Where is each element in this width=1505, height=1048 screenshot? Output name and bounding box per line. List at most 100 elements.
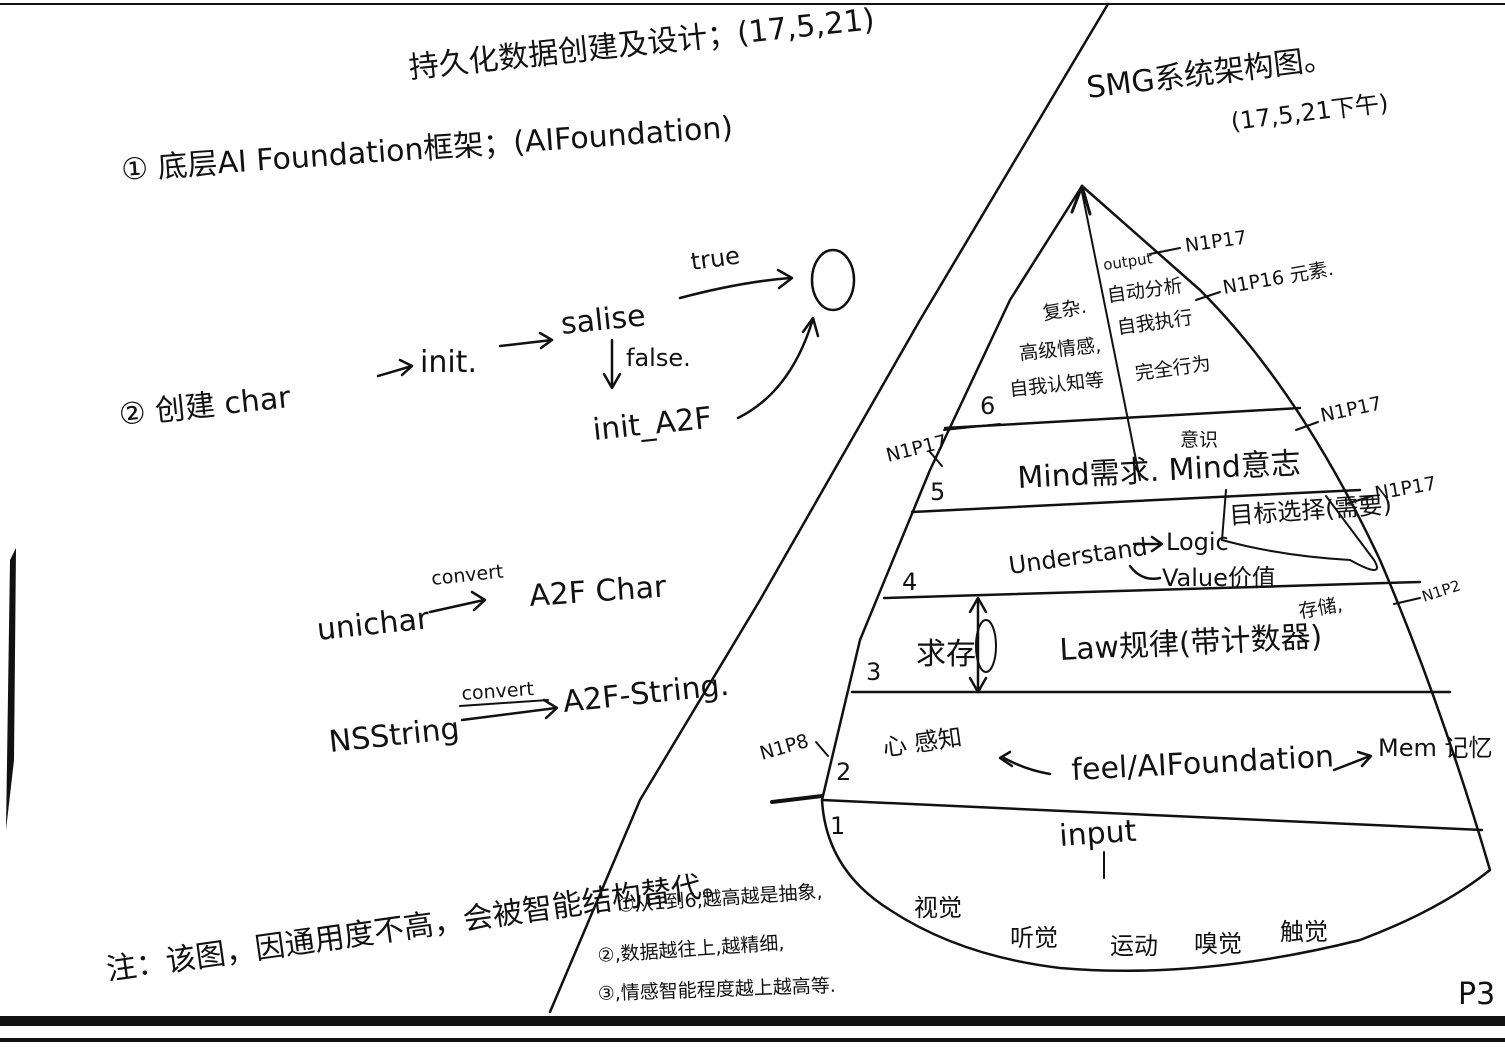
layer2-memory: Mem 记忆 (1378, 734, 1492, 762)
convert2-underline (459, 699, 549, 707)
layer4-arrow-logic-head (1150, 535, 1164, 553)
ref-n1p17-top: N1P17 (1184, 227, 1248, 257)
item2-create-char: ② 创建 char (117, 380, 293, 433)
convert1-label: convert (430, 561, 504, 590)
layer6-left-line-2: 高级情感, (1018, 335, 1102, 365)
layer-boundary-5 (943, 406, 1302, 430)
layer3-storage: 存储, (1297, 594, 1344, 623)
arrow-char-to-init-head (398, 358, 414, 377)
init-a2f-label: init_A2F (591, 401, 713, 448)
ref-arrow-5b (929, 451, 943, 467)
ref-arrow-1 (1149, 247, 1181, 255)
layer-number-4: 4 (902, 568, 917, 596)
arrow-a2f-to-circle-head (801, 316, 820, 338)
false-label: false. (626, 344, 691, 372)
layer5-consciousness: 意识 (1180, 429, 1218, 451)
sense-hearing: 听觉 (1010, 924, 1058, 952)
convert2-dst: A2F-String. (561, 668, 731, 720)
arrow-char-to-init (376, 364, 414, 378)
layer4-arrow-value (1128, 564, 1162, 580)
ref-arrow-5 (943, 423, 1001, 431)
convert1-arrow-head (470, 590, 487, 612)
arrow-false-head (602, 372, 622, 390)
ref-n1p17-left: N1P17 (884, 431, 949, 467)
layer6-right-line-2: 自动分析 (1106, 275, 1184, 307)
layer-number-2: 2 (836, 758, 851, 786)
sense-vision: 视觉 (914, 894, 962, 922)
layer1-input: input (1058, 814, 1138, 854)
ref-n1p16: N1P16 元素. (1221, 258, 1335, 299)
layer3-bracket (975, 619, 997, 673)
layer5-mind: Mind需求. Mind意志 (1017, 446, 1302, 496)
layer3-vertical-arrow-top (968, 596, 988, 614)
convert2-label: convert (461, 678, 535, 705)
layer3-vertical-arrow-bottom (968, 676, 988, 694)
layer3-law: Law规律(带计数器) (1059, 619, 1324, 668)
pyramid-outline (820, 184, 1492, 973)
layer-number-1: 1 (830, 812, 845, 840)
layer-number-3: 3 (866, 658, 881, 686)
page-number: P3 (1458, 977, 1495, 1012)
layer6-left-line-3: 自我认知等 (1008, 369, 1105, 401)
convert2-arrow (460, 706, 558, 722)
ref-arrow-2 (1195, 291, 1221, 301)
layer4-goal-box (1221, 489, 1378, 571)
layer6-right-line-4: 完全行为 (1134, 353, 1212, 385)
layer2-perception: 心 感知 (881, 723, 964, 762)
sense-smell: 嗅觉 (1194, 930, 1242, 958)
legend-line-3: ③,情感智能程度越上越高等. (597, 975, 836, 1005)
arrow-true-head (776, 268, 794, 290)
convert1-arrow (428, 598, 486, 614)
init-label: init. (420, 345, 477, 380)
arrow-init-to-salise-head (538, 331, 554, 350)
right-title: SMG系统架构图。 (1085, 41, 1336, 106)
ref-arrow-4 (1345, 495, 1373, 505)
ref-n1p2: N1P2 (1420, 577, 1463, 606)
sense-motion: 运动 (1110, 932, 1158, 960)
left-edge-mark (6, 548, 16, 830)
layer4-value: Value价值 (1162, 564, 1276, 592)
ref-arrow-3 (1295, 421, 1319, 431)
legend-line-2: ②,数据越往上,越精细, (597, 932, 785, 967)
arrow-true (678, 276, 792, 300)
input-pointer (770, 794, 824, 804)
layer-boundary-1 (820, 798, 1484, 832)
convert1-src: unichar (315, 601, 431, 648)
ref-arrow-6 (1393, 597, 1421, 605)
pyramid-axis (1081, 191, 1141, 481)
bottom-note: 注：该图，因通用度不高，会被智能结构替代。 (104, 866, 733, 988)
pyramid-apex-mark (1070, 184, 1092, 216)
layer2-feel-foundation: feel/AIFoundation (1071, 739, 1335, 788)
layer-number-5: 5 (930, 478, 945, 506)
ref-arrow-7 (815, 741, 829, 757)
layer-boundary-4 (910, 488, 1362, 514)
layer6-right-line-1: output (1102, 249, 1154, 274)
layer6-left-line-1: 复杂. (1041, 296, 1088, 325)
arrow-a2f-to-circle (736, 320, 814, 420)
convert2-src: NSString (327, 711, 461, 760)
ref-n1p17-mind: N1P17 (1318, 392, 1383, 426)
item1-foundation: ① 底层AI Foundation框架；(AIFoundation) (120, 110, 734, 188)
layer6-right-line-3: 自我执行 (1116, 307, 1194, 339)
left-title: 持久化数据创建及设计；(17,5,21) (407, 2, 876, 86)
layer4-logic: Logic (1166, 528, 1229, 556)
layer2-arrow-right-head (1356, 750, 1373, 768)
layer2-arrow-left-head (998, 750, 1014, 768)
true-label: true (689, 241, 742, 276)
result-circle (810, 248, 856, 312)
divider-line (548, 2, 1110, 1014)
layer-number-6: 6 (980, 392, 995, 420)
layer2-arrow-left (1002, 756, 1052, 776)
salise-label: salise (559, 298, 647, 342)
ref-n1p17-goal: N1P17 (1373, 473, 1438, 505)
layer4-understand: Understand (1007, 533, 1149, 580)
arrow-init-to-salise (498, 338, 554, 348)
convert2-arrow-head (542, 698, 559, 720)
bottom-edge-bar (0, 1016, 1505, 1026)
right-date: (17,5,21下午) (1229, 89, 1390, 136)
layer2-arrow-right (1332, 754, 1372, 772)
convert1-dst: A2F Char (528, 569, 668, 614)
ref-n1p8: N1P8 (757, 730, 811, 765)
layer-boundary-3 (882, 580, 1422, 600)
